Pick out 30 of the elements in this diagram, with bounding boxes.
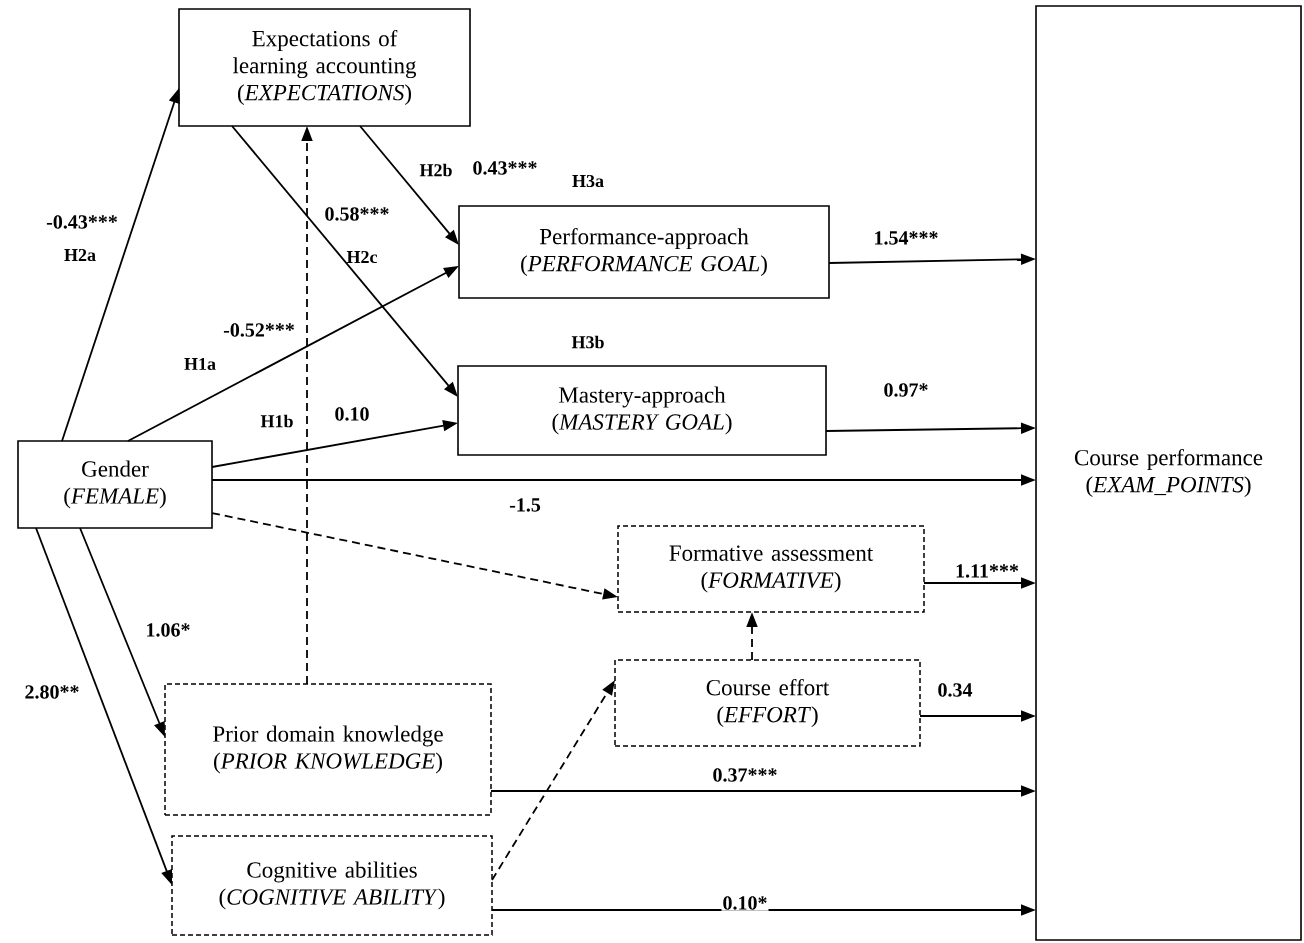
hypothesis-label: H2a [64, 248, 96, 262]
variable-box: Course performance (EXAM_POINTS) [1035, 5, 1302, 941]
coefficient-label: 0.10* [721, 895, 769, 911]
variable-box: Cognitive abilities (COGNITIVE ABILITY) [171, 835, 493, 936]
coefficient-label: 0.10 [333, 406, 371, 422]
variable-box: Performance-approach (PERFORMANCE GOAL) [458, 205, 830, 299]
coefficient-label: 0.34 [936, 682, 974, 698]
hypothesis-label: H1b [260, 414, 293, 428]
coefficient-label: 1.54*** [872, 230, 940, 246]
variable-box: Expectations of learning accounting (EXPECTATIONS) [178, 8, 471, 127]
variable-box: Mastery-approach (MASTERY GOAL) [457, 365, 827, 456]
hypothesis-label: H2b [419, 163, 452, 177]
variable-box: Course effort (EFFORT) [614, 659, 921, 747]
hypothesis-label: H1a [184, 357, 216, 371]
coefficient-label: 1.11*** [954, 563, 1020, 579]
hypothesis-label: H3a [572, 174, 604, 188]
hypothesis-label: H3b [571, 335, 604, 349]
coefficient-label: -0.43*** [45, 214, 119, 230]
coefficient-label: 1.06* [144, 622, 192, 638]
hypothesis-label: H2c [346, 250, 378, 264]
coefficient-label: -1.5 [508, 497, 542, 513]
coefficient-label: 0.58*** [323, 206, 391, 222]
variable-box: Gender (FEMALE) [17, 440, 213, 529]
coefficient-label: 0.37*** [711, 767, 779, 783]
coefficient-label: 2.80** [23, 684, 81, 700]
coefficient-label: 0.97* [882, 382, 930, 398]
coefficient-label: 0.43*** [471, 160, 539, 176]
variable-box: Formative assessment (FORMATIVE) [617, 525, 925, 613]
variable-box: Prior domain knowledge (PRIOR KNOWLEDGE) [164, 683, 492, 816]
coefficient-label: -0.52*** [222, 322, 296, 338]
